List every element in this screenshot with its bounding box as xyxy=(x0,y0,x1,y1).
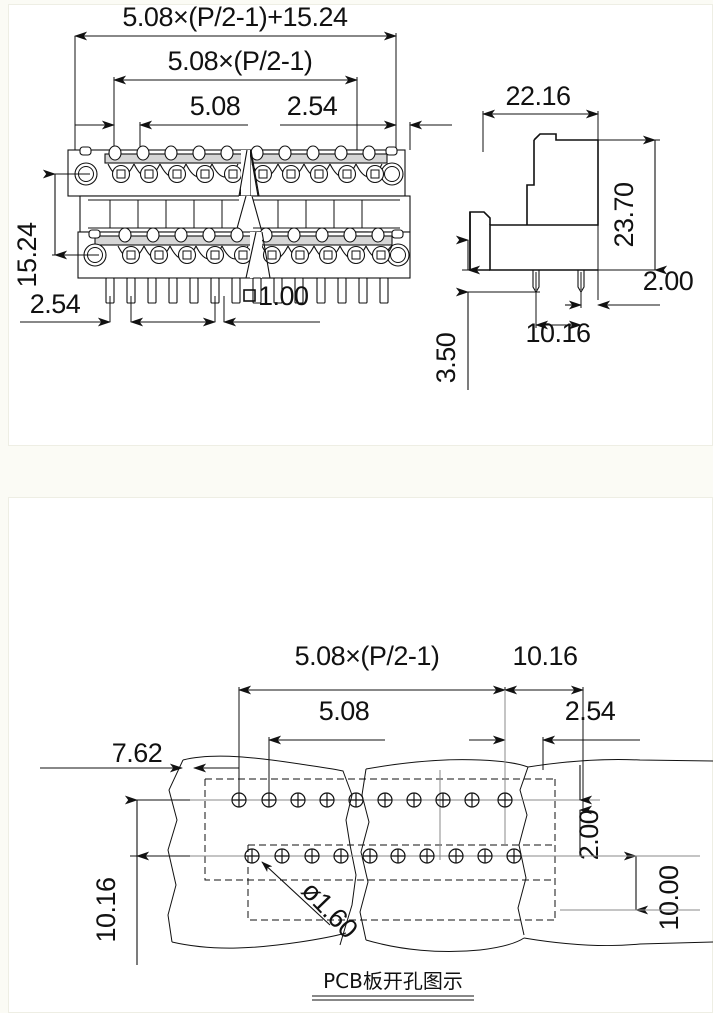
dim-body-height: 23.70 xyxy=(609,182,639,247)
dim-pcb-edge-offset: 10.16 xyxy=(512,641,577,671)
connector-side-view: 22.16 23.70 2.00 10.16 3.50 xyxy=(431,81,694,390)
dim-pcb-bottom-large-group: 10.00 xyxy=(560,851,700,931)
drawing-panel-bottom xyxy=(8,497,713,1013)
dim-pcb-bottom-small-group: 2.00 xyxy=(574,765,604,860)
pole-group-upper-left xyxy=(79,145,243,184)
dim-pin-field-length: 5.08×(P/2-1) xyxy=(168,46,313,76)
pcb-break-right xyxy=(365,759,529,936)
dim-pin-pitch-bottom: 2.54 xyxy=(30,289,81,319)
dim-body-width: 22.16 xyxy=(505,81,570,111)
pcb-top-right xyxy=(527,758,713,768)
dim-row-spacing: 15.24 xyxy=(12,222,42,288)
dim-bottom-group: 2.54 1.00 xyxy=(20,281,320,327)
connector-middle-plate xyxy=(79,195,411,233)
pole-group-lower-right xyxy=(259,227,404,265)
dim-row-spacing-group: 15.24 xyxy=(12,169,99,288)
dim-pcb-bottom-small: 2.00 xyxy=(574,810,604,861)
pole-group-upper-right xyxy=(250,145,398,184)
pcb-caption-group: PCB板开孔图示 xyxy=(312,969,474,1001)
dim-pitch-primary: 5.08 xyxy=(190,91,241,121)
dim-hole-diameter: ø1.60 xyxy=(296,875,364,944)
connector-front-view-lower xyxy=(77,227,411,279)
dim-pcb-row-spacing-group: 10.16 xyxy=(91,795,190,965)
dim-overall-length: 5.08×(P/2-1)+15.24 xyxy=(122,2,348,32)
dim-pitch-secondary: 2.54 xyxy=(287,91,338,121)
dim-pin-length: 3.50 xyxy=(431,333,461,384)
connector-front-view-upper xyxy=(67,145,406,197)
dim-hole-diameter-leader: ø1.60 xyxy=(261,861,364,944)
dim-tail-offset: 2.00 xyxy=(643,266,694,296)
dim-pcb-left-edge-offset: 7.62 xyxy=(112,738,163,768)
dim-pin-cross-section: 1.00 xyxy=(258,281,309,311)
pcb-holes-bottom-row xyxy=(150,848,640,864)
pcb-layout-view: 5.08×(P/2-1) 10.16 5.08 2.54 7.62 xyxy=(40,641,713,965)
dim-pcb-hole-field-length: 5.08×(P/2-1) xyxy=(295,641,440,671)
pcb-holes-top-row xyxy=(231,792,513,808)
pcb-bottom-left xyxy=(171,932,347,949)
pole-group-lower-left xyxy=(88,227,253,265)
dim-pcb-row-spacing: 10.16 xyxy=(91,877,121,942)
pcb-break-left xyxy=(182,755,357,946)
pcb-bottom-right xyxy=(365,937,525,953)
square-symbol-icon xyxy=(243,289,256,302)
pcb-bottom-far-right xyxy=(523,937,713,947)
dim-pin-spacing: 10.16 xyxy=(525,318,590,348)
pcb-left-edge xyxy=(167,759,184,943)
dim-pin-square-label: 1.00 xyxy=(243,281,309,311)
top-dimension-stack: 5.08×(P/2-1)+15.24 5.08×(P/2-1) 5.08 2.5… xyxy=(73,2,452,250)
dim-pcb-pitch-secondary: 2.54 xyxy=(565,696,616,726)
pcb-break-right-inner xyxy=(359,768,370,941)
dim-pcb-pitch-primary: 5.08 xyxy=(319,696,370,726)
dim-pcb-bottom-large: 10.00 xyxy=(654,865,684,930)
pcb-component-outline xyxy=(204,778,556,921)
pcb-caption: PCB板开孔图示 xyxy=(323,969,463,993)
